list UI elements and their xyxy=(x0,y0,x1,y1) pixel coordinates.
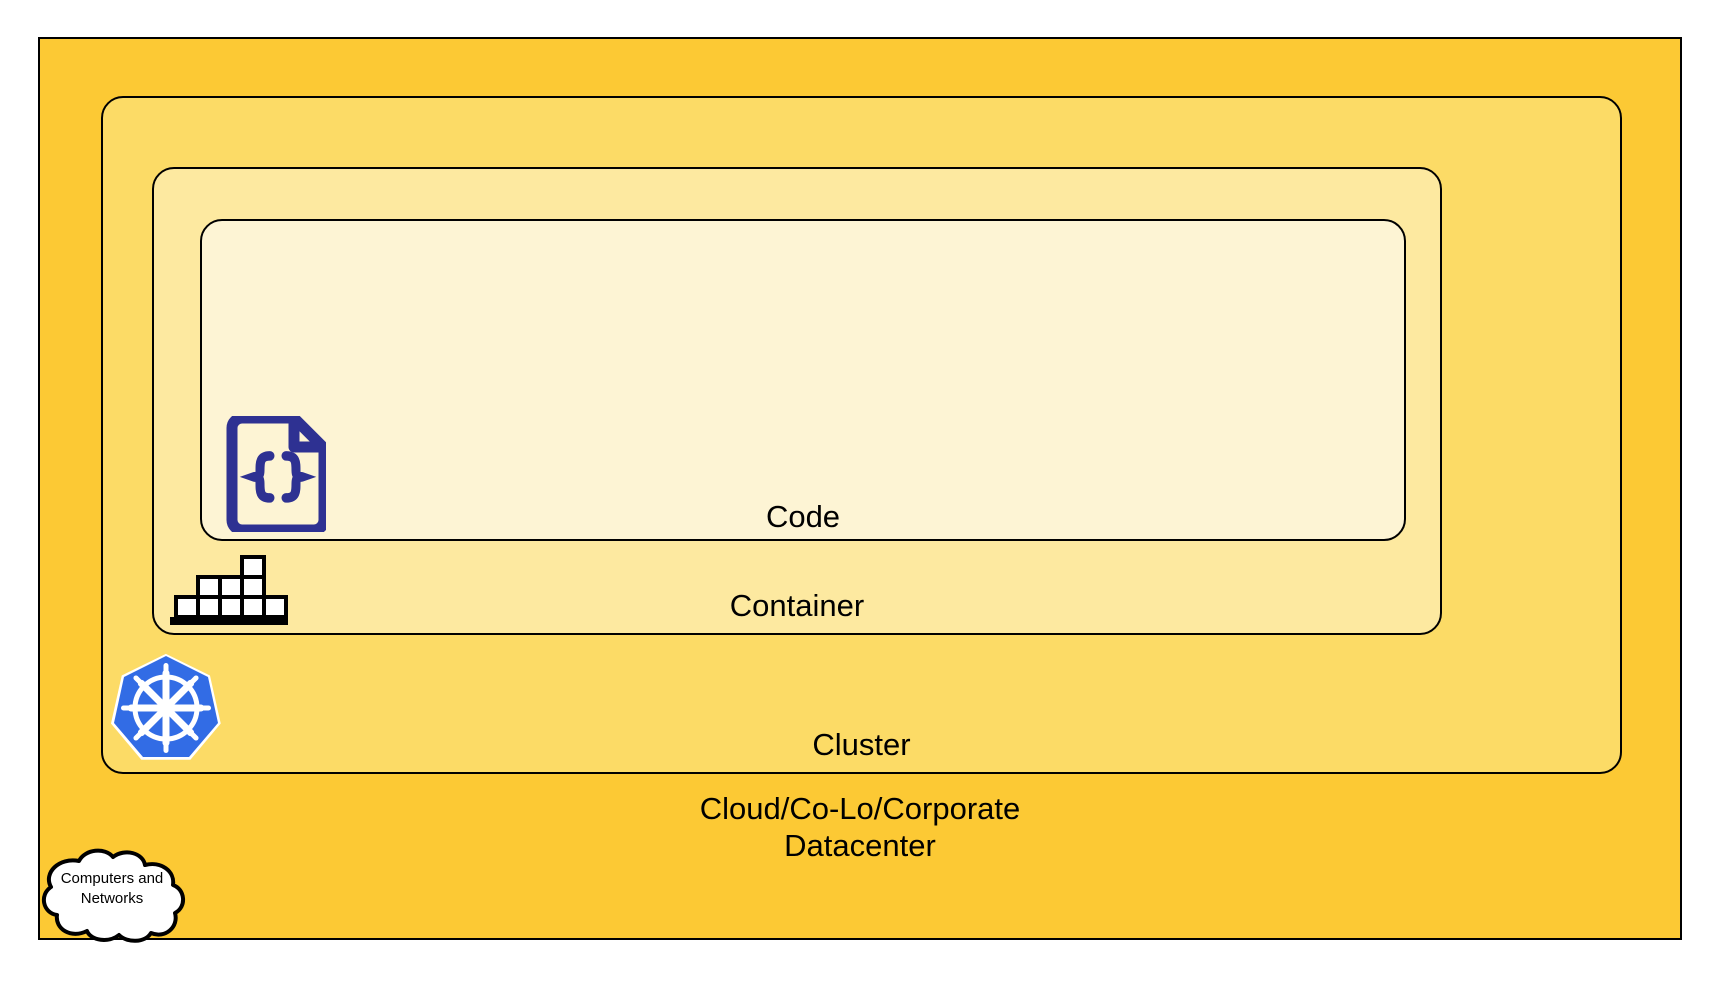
layer-label-datacenter: Cloud/Co-Lo/Corporate Datacenter xyxy=(38,790,1682,864)
cloud-label-line-1: Computers and xyxy=(60,870,164,887)
container-stack-icon xyxy=(168,553,290,626)
layer-box-code[interactable] xyxy=(200,219,1406,541)
computers-and-networks-label: Computers and Networks xyxy=(33,869,191,909)
computers-and-networks-cloud[interactable] xyxy=(33,847,191,943)
layer-label-container: Container xyxy=(729,588,865,623)
layer-label-datacenter-line-2: Datacenter xyxy=(784,828,936,863)
layer-label-cluster: Cluster xyxy=(812,727,911,762)
layer-label-code: Code xyxy=(765,499,841,534)
layer-label-datacenter-line-1: Cloud/Co-Lo/Corporate xyxy=(699,791,1021,826)
kubernetes-helm-icon xyxy=(110,650,222,764)
json-code-file-icon xyxy=(222,412,330,536)
cloud-label-line-2: Networks xyxy=(80,890,144,907)
